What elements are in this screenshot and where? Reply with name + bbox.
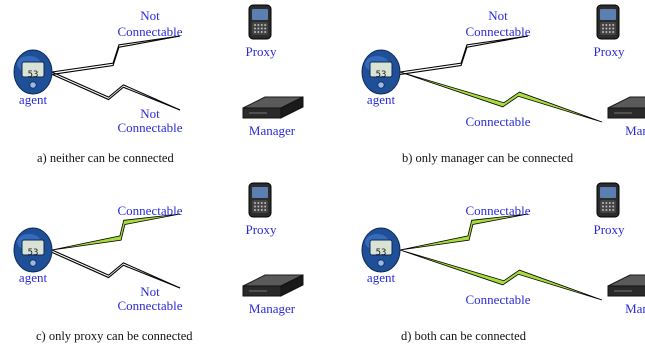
manager-label: Manager bbox=[249, 123, 296, 138]
proxy-label: Proxy bbox=[245, 44, 277, 59]
proxy-link-label: Connectable bbox=[466, 24, 531, 39]
panel-caption: d) both can be connected bbox=[401, 329, 527, 343]
manager-label: Manage bbox=[625, 301, 645, 316]
manager-label: Manage bbox=[625, 123, 645, 138]
proxy-label: Proxy bbox=[245, 222, 277, 237]
manager-link-connectable bbox=[399, 249, 603, 301]
proxy-link-connectable bbox=[399, 213, 529, 251]
proxy-link-label: Connectable bbox=[466, 203, 531, 218]
agent-device-icon: 53 bbox=[361, 49, 401, 95]
manager-link-label: Connectable bbox=[466, 114, 531, 129]
agent-label: agent bbox=[367, 270, 396, 285]
manager-box-icon bbox=[242, 96, 304, 119]
manager-box-icon bbox=[607, 96, 645, 119]
proxy-link-label-not: Not bbox=[488, 8, 508, 23]
panel-a: 53agentProxyManagerNotConnectableNotConn… bbox=[13, 4, 304, 165]
proxy-phone-icon bbox=[596, 4, 620, 40]
proxy-phone-icon bbox=[248, 182, 272, 218]
proxy-link-connectable bbox=[51, 213, 181, 251]
agent-label: agent bbox=[19, 92, 48, 107]
proxy-link-not-connectable bbox=[51, 35, 181, 75]
panel-caption: b) only manager can be connected bbox=[402, 151, 574, 165]
manager-link-connectable bbox=[399, 71, 603, 123]
agent-label: agent bbox=[19, 270, 48, 285]
panel-b: 53agentProxyManageNotConnectableConnecta… bbox=[361, 4, 645, 165]
proxy-link-label: Connectable bbox=[118, 203, 183, 218]
proxy-link-label-not: Not bbox=[140, 8, 160, 23]
manager-link-label-not: Not bbox=[140, 284, 160, 299]
panel-c: 53agentProxyManagerConnectableNotConnect… bbox=[13, 182, 304, 343]
proxy-label: Proxy bbox=[593, 222, 625, 237]
proxy-phone-icon bbox=[248, 4, 272, 40]
panel-caption: c) only proxy can be connected bbox=[36, 329, 193, 343]
agent-lcd-readout: 53 bbox=[376, 70, 387, 80]
agent-device-icon: 53 bbox=[13, 49, 53, 95]
proxy-link-not-connectable bbox=[399, 35, 529, 75]
proxy-link-label: Connectable bbox=[118, 24, 183, 39]
manager-link-label: Connectable bbox=[466, 292, 531, 307]
manager-link-label-not: Not bbox=[140, 106, 160, 121]
agent-label: agent bbox=[367, 92, 396, 107]
manager-box-icon bbox=[607, 274, 645, 297]
manager-link-not-connectable bbox=[51, 71, 181, 111]
panel-d: 53agentProxyManageConnectableConnectable… bbox=[361, 182, 645, 343]
manager-label: Manager bbox=[249, 301, 296, 316]
proxy-label: Proxy bbox=[593, 44, 625, 59]
agent-lcd-readout: 53 bbox=[28, 248, 39, 258]
manager-box-icon bbox=[242, 274, 304, 297]
panel-caption: a) neither can be connected bbox=[37, 151, 174, 165]
manager-link-label: Connectable bbox=[118, 120, 183, 135]
agent-device-icon: 53 bbox=[13, 227, 53, 273]
agent-lcd-readout: 53 bbox=[376, 248, 387, 258]
agent-device-icon: 53 bbox=[361, 227, 401, 273]
manager-link-not-connectable bbox=[51, 249, 181, 289]
proxy-phone-icon bbox=[596, 182, 620, 218]
manager-link-label: Connectable bbox=[118, 298, 183, 313]
agent-lcd-readout: 53 bbox=[28, 70, 39, 80]
